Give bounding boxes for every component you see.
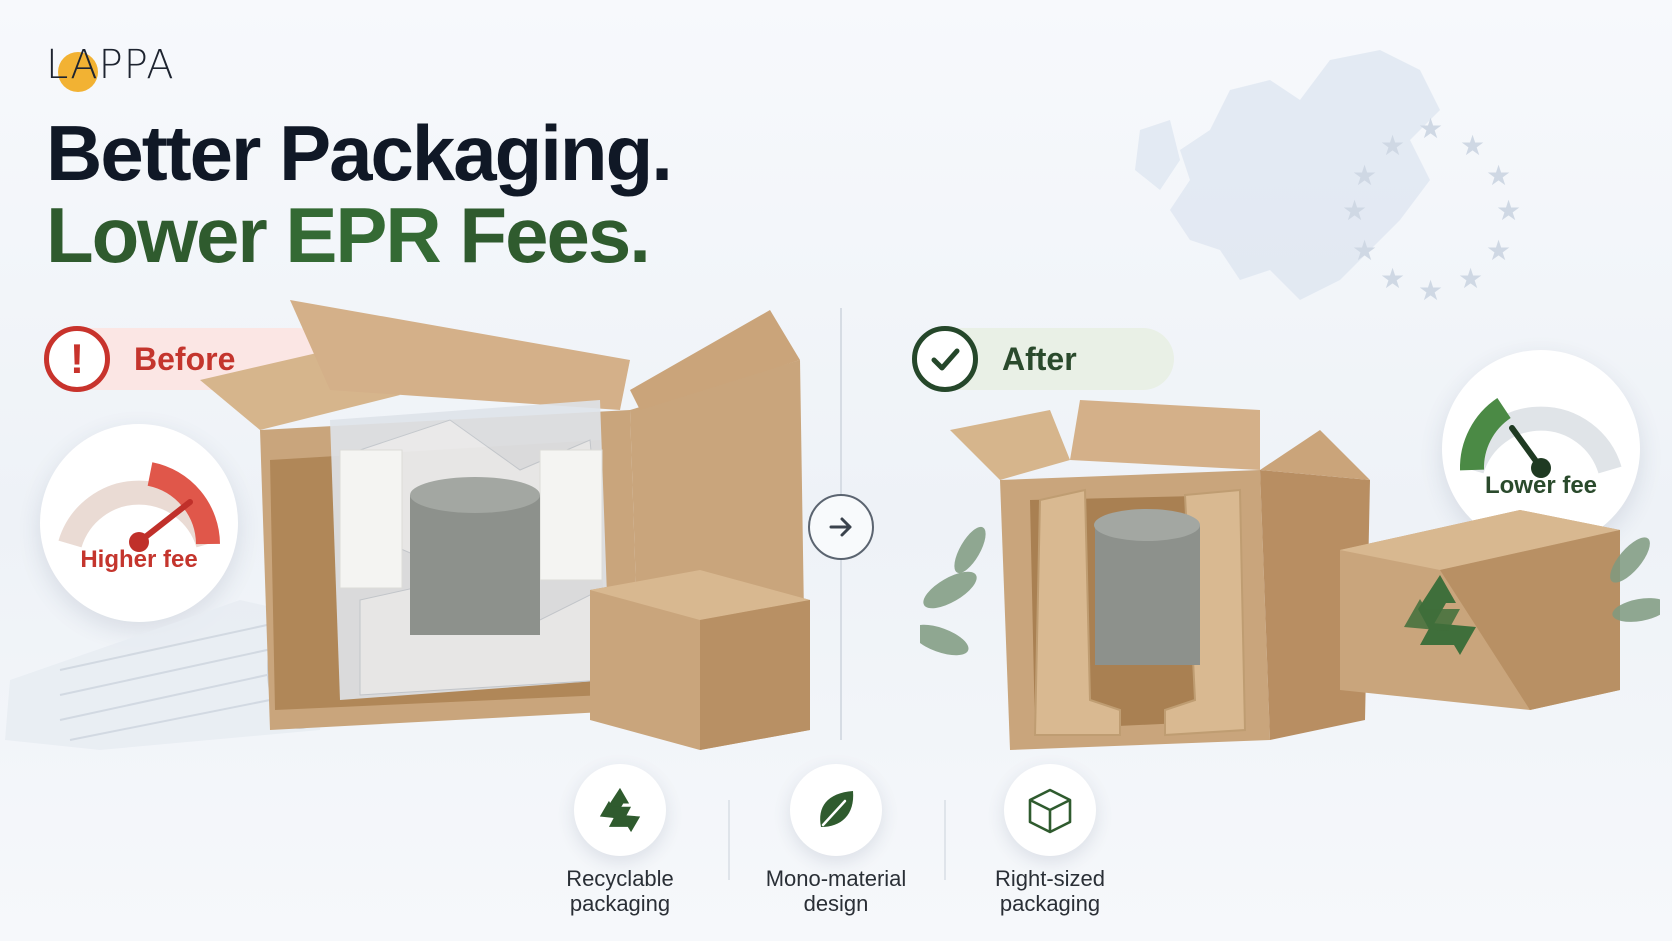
higher-fee-label: Higher fee (80, 546, 198, 573)
feature-recyclable-line2: packaging (569, 891, 671, 916)
leaf-icon (790, 764, 882, 856)
svg-text:★: ★ (1418, 113, 1443, 144)
feature-right-sized-line2: packaging (999, 891, 1101, 916)
svg-text:★: ★ (1486, 160, 1511, 191)
europe-map-background: ★★★ ★★★ ★★★ ★★★ (1135, 50, 1521, 306)
after-badge: After (912, 326, 1174, 392)
svg-text:★: ★ (1380, 263, 1405, 294)
brand-logo: LAPPA (46, 42, 175, 88)
feature-recyclable-line1: Recyclable (566, 866, 674, 891)
lower-fee-label: Lower fee (1484, 472, 1598, 499)
svg-text:★: ★ (1496, 195, 1521, 226)
feature-mono-line2: design (803, 891, 869, 916)
feature-mono-material-label: Mono-material design (736, 866, 936, 916)
product-jar-before (410, 477, 540, 635)
eu-stars: ★★★ ★★★ ★★★ ★★★ (1342, 113, 1521, 306)
svg-text:★: ★ (1458, 263, 1483, 294)
feature-separator (728, 800, 730, 880)
svg-text:★: ★ (1352, 160, 1377, 191)
feature-separator (944, 800, 946, 880)
leaves-right (1610, 537, 1660, 622)
product-jar-after (1094, 509, 1200, 665)
oversized-box (200, 300, 805, 730)
recycle-icon (574, 764, 666, 856)
feature-right-sized-label: Right-sized packaging (950, 866, 1150, 916)
svg-text:★: ★ (1418, 275, 1443, 306)
feature-recyclable-label: Recyclable packaging (520, 866, 720, 916)
headline-epr: EPR (285, 191, 441, 279)
headline-line-1: Better Packaging. (46, 109, 673, 197)
checkmark-icon (912, 326, 978, 392)
box-icon (1004, 764, 1096, 856)
logo-circle-mark (58, 52, 98, 92)
molded-pulp-insert (1033, 488, 1247, 737)
higher-fee-gauge: Higher fee (40, 424, 238, 622)
small-box-before (590, 570, 810, 750)
feature-mono-line1: Mono-material (765, 866, 907, 891)
svg-text:★: ★ (1342, 195, 1367, 226)
foam-block-right (539, 449, 603, 581)
gauge-dial-high (58, 462, 220, 552)
before-badge: ! Before (44, 326, 328, 392)
svg-text:★: ★ (1486, 235, 1511, 266)
after-packaging-illustration (920, 400, 1660, 750)
svg-text:★: ★ (1352, 235, 1377, 266)
leaves-left (920, 526, 986, 656)
after-label: After (1002, 340, 1077, 377)
right-sized-box (950, 400, 1370, 750)
before-packaging-illustration (5, 300, 810, 750)
foam-block-left (339, 449, 403, 589)
recycle-box (1340, 510, 1620, 710)
recycle-icon-on-box (1404, 575, 1476, 655)
feature-right-sized-line1: Right-sized (994, 866, 1106, 891)
gauge-dial-low (1459, 398, 1622, 478)
headline-line-2-suffix: Fees. (439, 191, 650, 279)
headline-line-2: Lower EPR Fees. (46, 190, 651, 281)
arrow-right-icon (808, 494, 874, 560)
headline-line-2-prefix: Lower (46, 191, 286, 279)
before-label: Before (134, 340, 236, 377)
exclamation-icon: ! (44, 326, 110, 392)
svg-text:★: ★ (1380, 130, 1405, 161)
svg-text:★: ★ (1460, 130, 1485, 161)
